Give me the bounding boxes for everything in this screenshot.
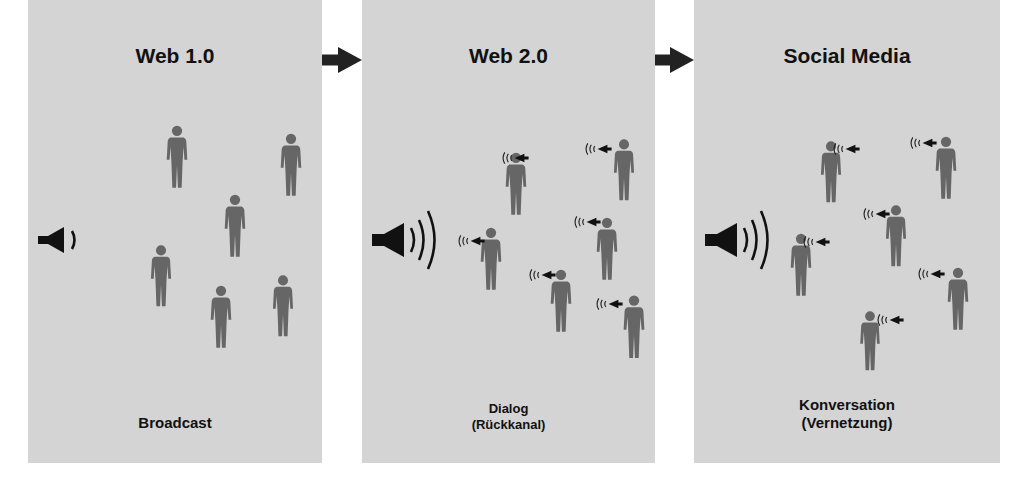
panel-title: Social Media: [783, 44, 910, 68]
megaphone: [530, 269, 556, 280]
sound-wave: [744, 211, 768, 269]
megaphone-body: [38, 227, 64, 253]
stage-panel: Social MediaKonversation (Vernetzung): [694, 0, 1000, 463]
person: [597, 218, 618, 280]
panel-title: Web 1.0: [136, 44, 215, 68]
person: [211, 286, 232, 348]
person: [167, 126, 188, 188]
panel-caption: Konversation (Vernetzung): [799, 396, 895, 434]
person: [225, 195, 246, 257]
people: [151, 126, 301, 348]
person: [860, 311, 879, 370]
sound-wave: [411, 211, 435, 269]
megaphone: [804, 236, 830, 247]
megaphone-body: [705, 223, 737, 257]
megaphone: [911, 137, 937, 148]
megaphone: [38, 227, 75, 253]
person: [273, 275, 293, 336]
small-megaphones: [804, 137, 945, 325]
megaphone: [834, 143, 860, 154]
megaphone: [586, 143, 612, 154]
person: [481, 228, 502, 290]
megaphone: [459, 235, 485, 246]
sound-wave: [72, 231, 75, 249]
person: [936, 137, 957, 199]
person: [281, 134, 302, 196]
people: [481, 139, 645, 358]
panel-title: Web 2.0: [469, 44, 548, 68]
person: [506, 153, 527, 215]
person: [151, 245, 171, 306]
panel-caption: Broadcast: [138, 414, 211, 433]
megaphone: [864, 208, 890, 219]
megaphone: [597, 298, 623, 309]
people: [791, 137, 969, 370]
megaphone: [372, 211, 435, 269]
person: [948, 268, 969, 330]
megaphone: [503, 152, 529, 163]
megaphone: [919, 268, 945, 279]
megaphone: [575, 216, 601, 227]
person: [614, 139, 634, 200]
panel-caption: Dialog (Rückkanal): [472, 401, 546, 434]
megaphone: [705, 211, 768, 269]
megaphone: [878, 314, 904, 325]
person: [624, 295, 645, 358]
flow-arrow: [322, 55, 338, 66]
person: [551, 270, 572, 332]
flow-arrow: [655, 55, 670, 66]
megaphone-body: [372, 223, 404, 257]
small-megaphones: [459, 143, 623, 309]
